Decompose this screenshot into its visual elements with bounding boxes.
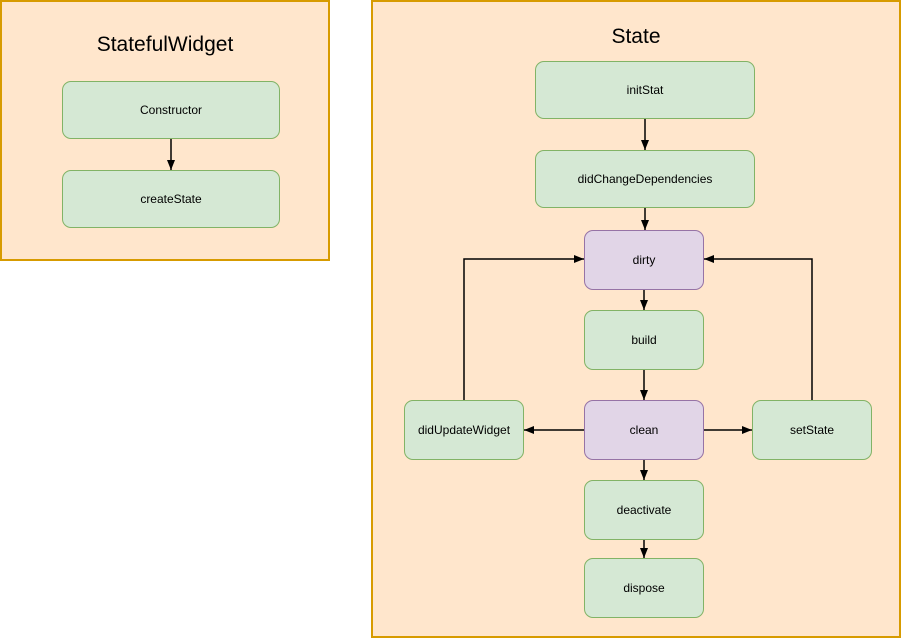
node-deactivate: deactivate [584, 480, 704, 540]
node-clean: clean [584, 400, 704, 460]
node-init-stat: initStat [535, 61, 755, 119]
node-did-change-dependencies: didChangeDependencies [535, 150, 755, 208]
node-build: build [584, 310, 704, 370]
statefulwidget-panel-title: StatefulWidget [96, 33, 234, 56]
node-set-state: setState [752, 400, 872, 460]
node-dispose: dispose [584, 558, 704, 618]
node-did-update-widget: didUpdateWidget [404, 400, 524, 460]
node-dirty: dirty [584, 230, 704, 290]
state-panel-title: State [611, 25, 661, 48]
node-constructor: Constructor [62, 81, 280, 139]
node-create-state: createState [62, 170, 280, 228]
